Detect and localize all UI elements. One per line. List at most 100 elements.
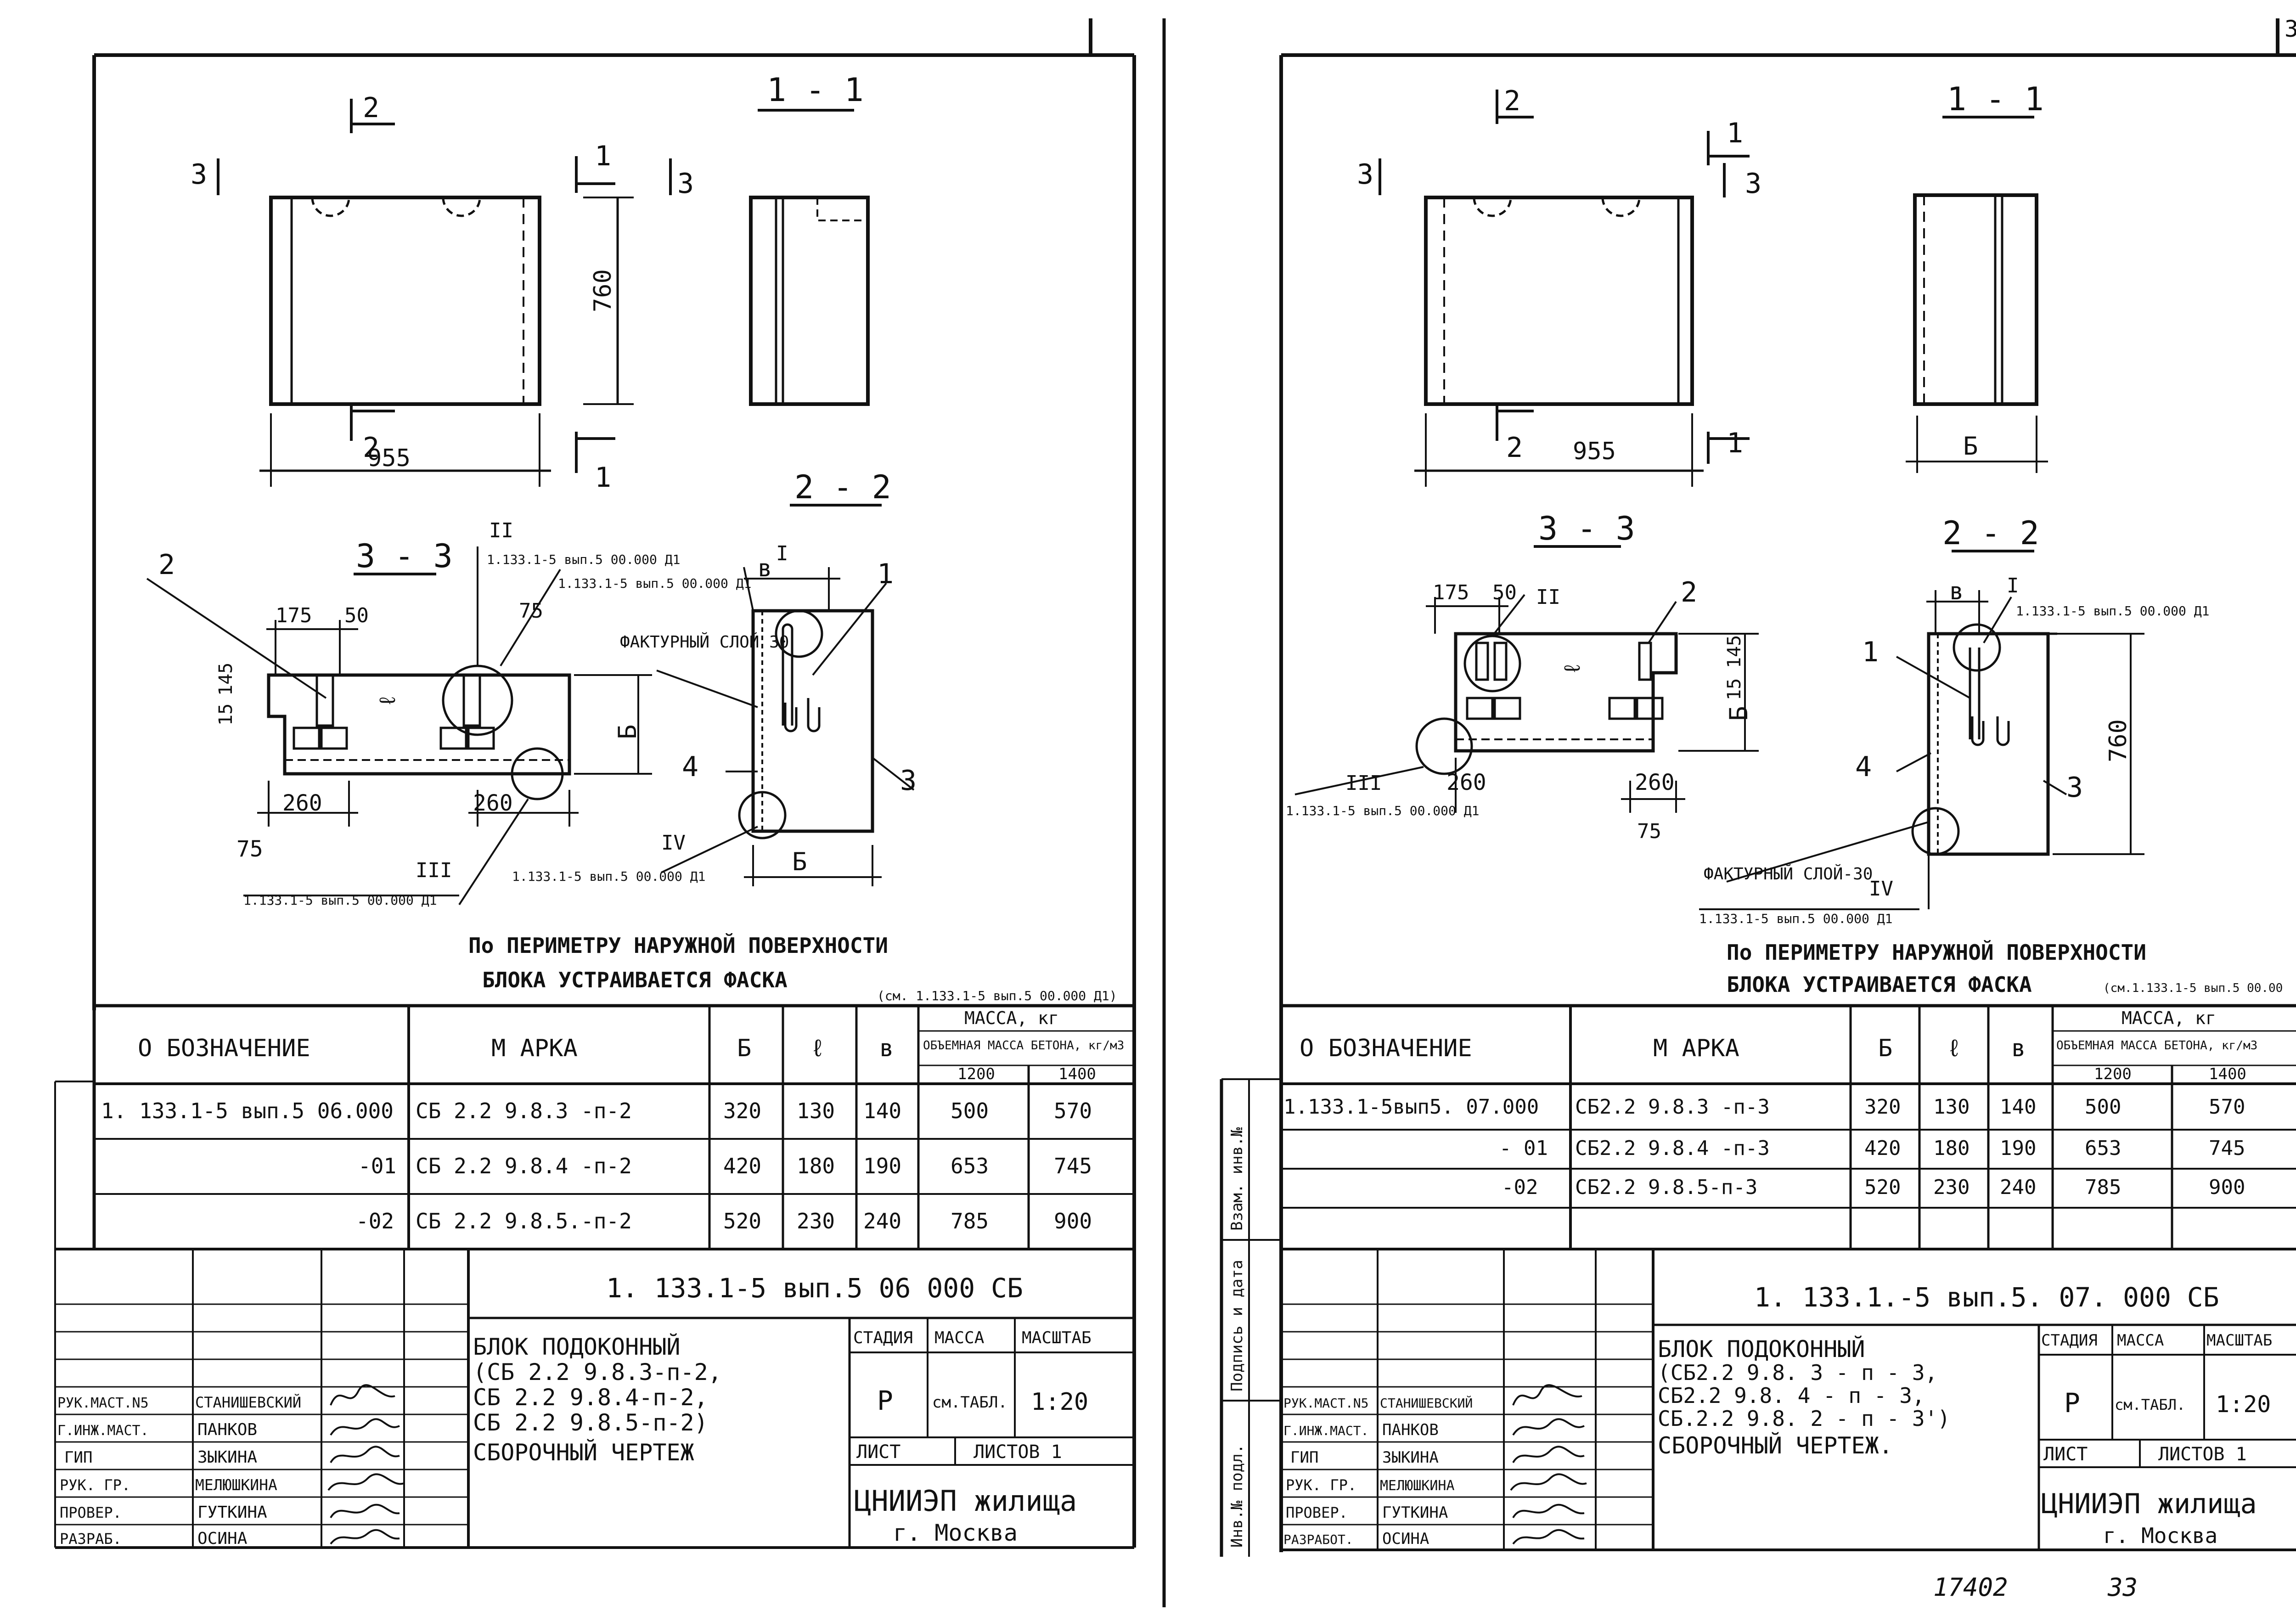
- signature-3: [1512, 1446, 1585, 1464]
- right-r0-mark: СБ2.2 9.8.3 -п-3: [1575, 1095, 1770, 1119]
- right-mass-value: см.ТАБЛ.: [2115, 1396, 2185, 1413]
- right-th-density: ОБЪЕМНАЯ МАССА БЕТОНА, кг/м3: [2056, 1039, 2257, 1053]
- left-role-4: ПРОВЕР.: [60, 1504, 122, 1521]
- left-section-2-2-title: 2 - 2: [794, 468, 891, 506]
- right-spec-table-headers: О БОЗНАЧЕНИЕ М АРКА Б ℓ в МАССА, кг ОБЪЕ…: [1300, 1008, 2257, 1083]
- left-th-designation: О БОЗНАЧЕНИЕ: [138, 1035, 310, 1062]
- right-cut-3-a: 3: [1357, 158, 1373, 191]
- right-dim-v: в: [1949, 578, 1964, 605]
- right-roman-2: II: [1536, 586, 1560, 609]
- left-name-line4: СБ 2.2 9.8.5-п-2): [473, 1409, 708, 1436]
- left-sheets-label: ЛИСТОВ 1: [974, 1441, 1062, 1463]
- right-section-1-1-title: 1 - 1: [1947, 80, 2044, 118]
- right-th-mass: МАССА, кг: [2122, 1008, 2216, 1028]
- right-scale-label: МАСШТАБ: [2206, 1331, 2272, 1350]
- left-section-1-1-title: 1 - 1: [767, 71, 864, 109]
- left-note-ref: (см. 1.133.1-5 вып.5 00.000 Д1): [877, 988, 1117, 1003]
- left-th-b: Б: [737, 1035, 751, 1062]
- signature-2: [1512, 1418, 1585, 1436]
- left-dim-b: Б: [613, 724, 642, 739]
- right-dim-260-a: 260: [1446, 770, 1486, 795]
- right-section-2-2-labels: 2 - 2 в I 1.133.1-5 вып.5 00.000 Д1 1 3 …: [1699, 514, 2209, 926]
- sheet-frames: [92, 18, 2296, 1607]
- right-role-2: ГИП: [1290, 1448, 1318, 1467]
- left-dim-955: 955: [367, 445, 411, 472]
- right-r1-designation: - 01: [1499, 1137, 1548, 1160]
- signature-3: [330, 1446, 400, 1464]
- left-section-3-3-labels: 3 - 3 2 175 50 75 15 145 ℓ Б 260 260 75 …: [158, 519, 751, 908]
- right-name-line2: (СБ2.2 9.8. 3 - п - 3,: [1658, 1360, 1937, 1385]
- left-dim-v: в: [758, 555, 772, 582]
- right-title-block-text: 1. 133.1.-5 вып.5. 07. 000 СБ БЛОК ПОДОК…: [1283, 1282, 2272, 1548]
- right-name-line4: СБ.2.2 9.8. 2 - п - 3'): [1658, 1406, 1950, 1431]
- right-r1-m1400: 745: [2209, 1137, 2245, 1160]
- signature-2: [330, 1418, 400, 1436]
- right-r2-m1400: 900: [2209, 1176, 2245, 1199]
- left-cut-2-bottom: 2: [363, 432, 379, 464]
- left-org-line1: ЦНИИЭП жилища: [854, 1484, 1077, 1518]
- right-dim-15: 15: [1724, 678, 1745, 700]
- table-row: -01 СБ 2.2 9.8.4 -п-2 420 180 190 653 74…: [358, 1154, 1092, 1178]
- left-signatures: [327, 1384, 405, 1545]
- right-th-designation: О БОЗНАЧЕНИЕ: [1300, 1035, 1472, 1062]
- right-sheet-label: ЛИСТ: [2043, 1444, 2088, 1465]
- right-th-b: Б: [1878, 1035, 1892, 1062]
- left-stage-label: СТАДИЯ: [853, 1329, 913, 1347]
- right-r0-b: 320: [1864, 1095, 1901, 1119]
- left-name-line5: СБОРОЧНЫЙ ЧЕРТЕЖ: [473, 1439, 694, 1466]
- right-r1-m1200: 653: [2085, 1137, 2121, 1160]
- right-name-0: СТАНИШЕВСКИЙ: [1380, 1395, 1473, 1411]
- right-th-l: ℓ: [1947, 1035, 1961, 1062]
- right-r2-designation: -02: [1502, 1176, 1538, 1199]
- left-name-4: ГУТКИНА: [197, 1503, 267, 1522]
- left-ref-2b: 1.133.1-5 вып.5 00.000 Д1: [558, 576, 751, 591]
- left-r1-designation: -01: [358, 1154, 396, 1178]
- left-r1-v: 190: [863, 1154, 901, 1178]
- right-stamp-2: Инв.№ подл.: [1228, 1444, 1246, 1548]
- left-r2-m1400: 900: [1054, 1209, 1092, 1233]
- right-r0-designation: 1.133.1-5вып5. 07.000: [1283, 1095, 1539, 1119]
- left-r0-l: 130: [797, 1098, 835, 1123]
- right-role-3: РУК. ГР.: [1286, 1476, 1356, 1494]
- left-ref-4: 1.133.1-5 вып.5 00.000 Д1: [512, 869, 705, 884]
- left-cut-3-b: 3: [677, 168, 694, 200]
- right-callout-1: 1: [1862, 636, 1879, 668]
- left-note: По ПЕРИМЕТРУ НАРУЖНОЙ ПОВЕРХНОСТИ БЛОКА …: [468, 933, 1117, 1003]
- right-r2-v: 240: [2000, 1176, 2036, 1199]
- left-name-line3: СБ 2.2 9.8.4-п-2,: [473, 1384, 708, 1411]
- right-spec-table-rows: 1.133.1-5вып5. 07.000 СБ2.2 9.8.3 -п-3 3…: [1283, 1095, 2245, 1199]
- left-section-3-3-title: 3 - 3: [356, 537, 453, 575]
- left-th-density: ОБЪЕМНАЯ МАССА БЕТОНА, кг/м3: [923, 1039, 1124, 1053]
- left-name-3: МЕЛЮШКИНА: [195, 1476, 277, 1494]
- left-cut-1-top: 1: [595, 140, 611, 172]
- right-dim-260-b: 260: [1635, 770, 1675, 795]
- right-role-5: РАЗРАБОТ.: [1283, 1532, 1353, 1547]
- right-dim-50: 50: [1492, 581, 1517, 604]
- left-spec-table-headers: О БОЗНАЧЕНИЕ М АРКА Б ℓ в МАССА, кг ОБЪЕ…: [138, 1008, 1124, 1083]
- right-title-block-grid: [1281, 1248, 2296, 1551]
- left-th-l: ℓ: [810, 1035, 825, 1062]
- right-doc-code: 1. 133.1.-5 вып.5. 07. 000 СБ: [1754, 1282, 2219, 1313]
- right-callout-2: 2: [1681, 576, 1697, 608]
- right-corner-sheet-no: 3: [2285, 16, 2296, 42]
- right-r1-mark: СБ2.2 9.8.4 -п-3: [1575, 1137, 1770, 1160]
- left-plan-labels: 2 2 1 1 3 3 955 760: [191, 92, 694, 494]
- right-th-1400: 1400: [2209, 1065, 2246, 1083]
- right-section-2-2: [1699, 550, 2144, 910]
- left-th-1400: 1400: [1058, 1065, 1096, 1083]
- left-mass-value: см.ТАБЛ.: [932, 1393, 1007, 1412]
- right-name-5: ОСИНА: [1382, 1530, 1429, 1548]
- left-r2-l: 230: [797, 1209, 835, 1233]
- left-name-2: ЗЫКИНА: [197, 1448, 257, 1467]
- right-dim-75: 75: [1637, 820, 1661, 843]
- table-row: 1.133.1-5вып5. 07.000 СБ2.2 9.8.3 -п-3 3…: [1283, 1095, 2245, 1119]
- left-plan-view: [217, 99, 672, 487]
- left-th-1200: 1200: [957, 1065, 995, 1083]
- left-name-1: ПАНКОВ: [197, 1420, 257, 1439]
- right-r0-m1400: 570: [2209, 1095, 2245, 1119]
- right-name-2: ЗЫКИНА: [1382, 1448, 1439, 1467]
- signature-4: [327, 1473, 405, 1491]
- right-r1-v: 190: [2000, 1137, 2036, 1160]
